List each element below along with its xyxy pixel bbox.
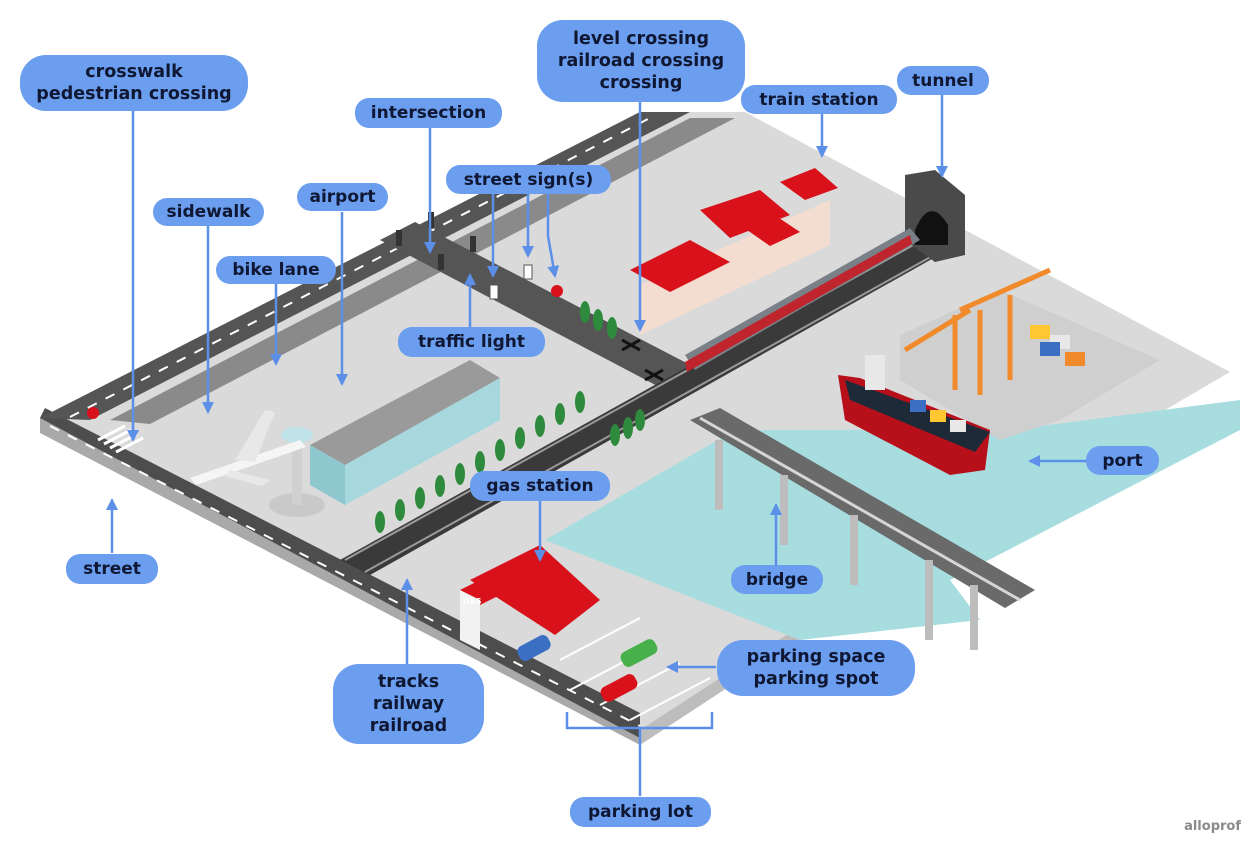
label-crosswalk: crosswalk pedestrian crossing: [20, 55, 248, 111]
gantry-crane: [903, 267, 1052, 395]
label-gas-station: gas station: [470, 471, 610, 501]
label-traffic-light: traffic light: [398, 327, 545, 357]
label-intersection: intersection: [355, 98, 502, 128]
callout-arrows: [106, 94, 1086, 796]
bike-lane: [110, 118, 735, 424]
brand-logo-text: alloprof: [1184, 819, 1241, 834]
cargo-ship: [838, 355, 990, 475]
control-tower: [269, 427, 325, 517]
label-level-crossing: level crossing railroad crossing crossin…: [537, 20, 745, 102]
airport-terminal: [310, 360, 500, 505]
train: [685, 228, 920, 372]
label-street: street: [66, 554, 158, 584]
cars: [517, 635, 658, 702]
label-tracks: tracks railway railroad: [333, 664, 484, 744]
tunnel: [905, 170, 965, 262]
label-bridge: bridge: [731, 565, 823, 594]
label-train-station: train station: [741, 85, 897, 114]
cross-street: [380, 222, 700, 390]
label-tunnel: tunnel: [897, 66, 989, 95]
label-parking-lot: parking lot: [570, 797, 711, 827]
gas-station: GAS: [460, 545, 600, 650]
gas-sign-text: GAS: [463, 597, 482, 606]
label-sidewalk: sidewalk: [153, 198, 264, 226]
street-sign-icons: [87, 264, 563, 419]
label-bike-lane: bike lane: [216, 256, 336, 284]
port-dock: [900, 290, 1160, 440]
crossing-signal: [621, 338, 664, 382]
trees: [375, 301, 645, 533]
label-port: port: [1086, 446, 1159, 475]
label-airport: airport: [297, 183, 388, 211]
train-station: [630, 168, 838, 335]
label-street-signs: street sign(s): [446, 165, 611, 194]
containers: [910, 325, 1085, 432]
bridge: [690, 408, 1035, 650]
airplane: [190, 410, 306, 486]
label-parking-space: parking space parking spot: [717, 640, 915, 696]
